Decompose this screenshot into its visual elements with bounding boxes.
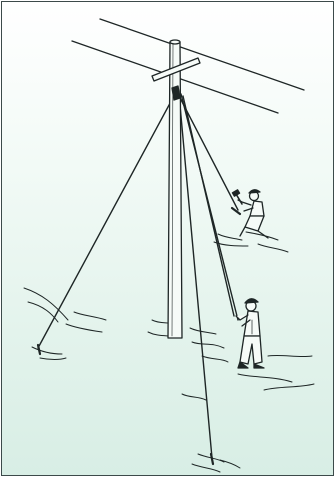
pole-installation-illustration (2, 2, 333, 475)
stake-right (232, 208, 240, 214)
stake-front (211, 454, 213, 464)
rope-right-front-2 (183, 96, 234, 316)
worker-kneeling (232, 190, 268, 238)
power-line-upper (100, 19, 304, 90)
worker-standing (236, 299, 264, 368)
utility-pole (152, 40, 200, 338)
stake-left (38, 345, 40, 354)
guy-ropes (38, 92, 238, 458)
rope-left (38, 94, 175, 348)
